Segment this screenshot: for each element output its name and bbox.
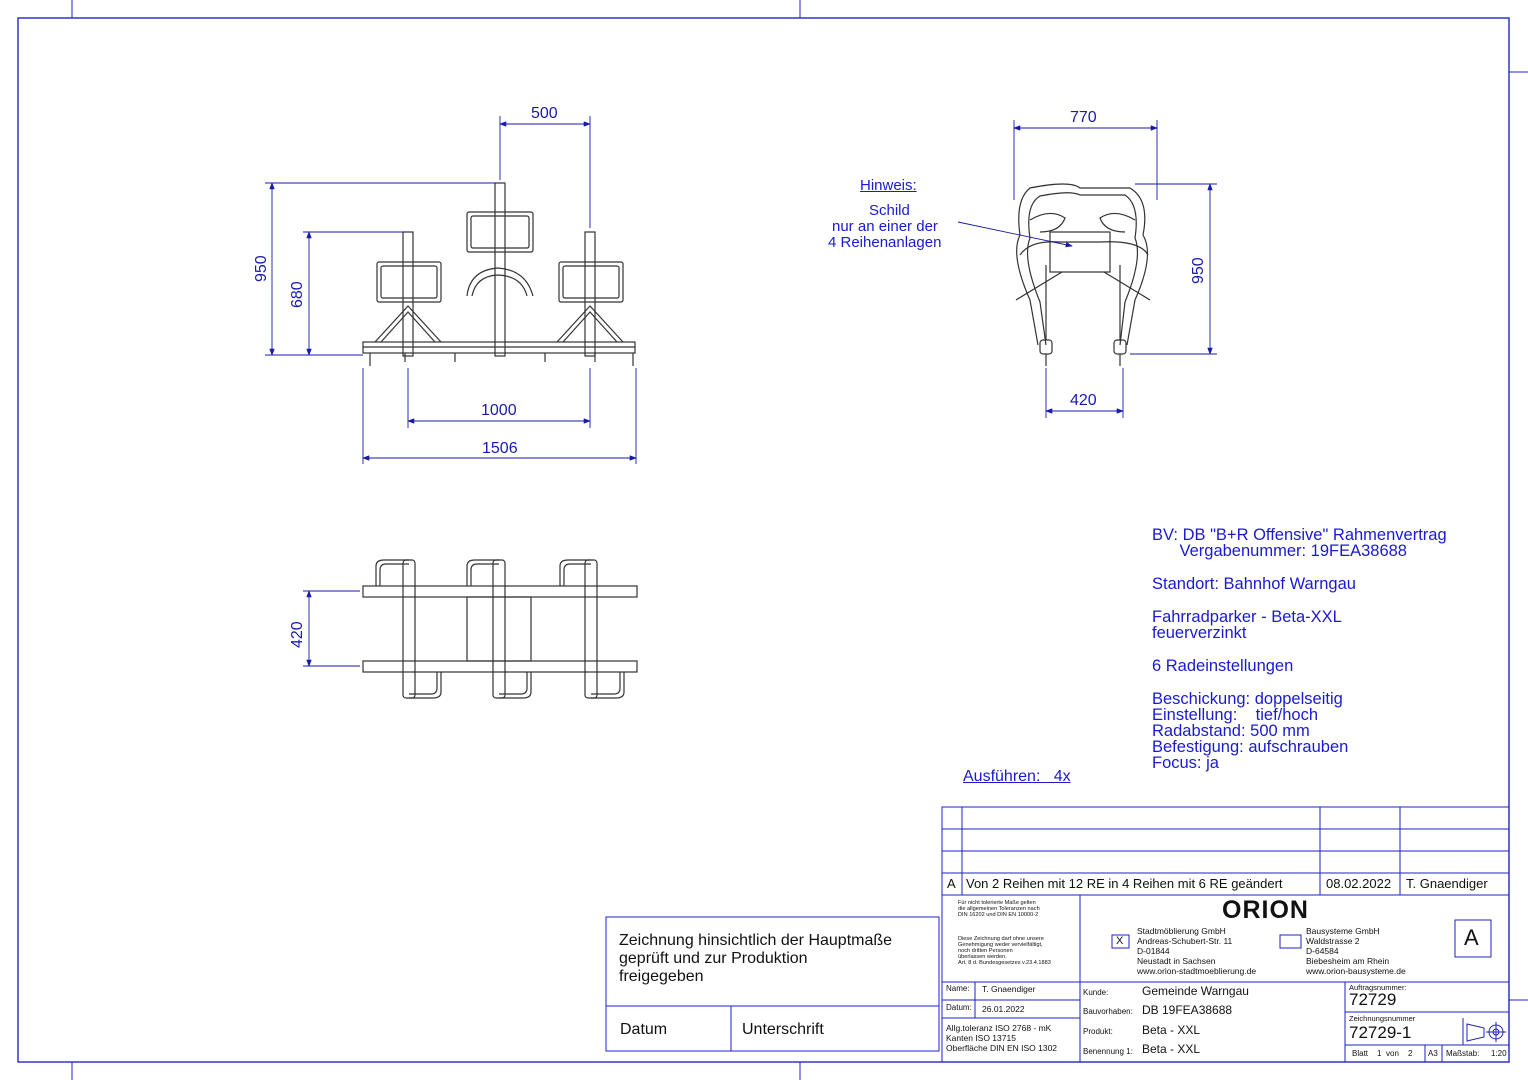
approval-signature-label: Unterschrift xyxy=(742,1021,824,1038)
top-view-dimensions xyxy=(303,590,360,667)
spec-befestigung: Befestigung: aufschrauben xyxy=(1152,738,1349,756)
hint-line-3: 4 Reihenanlagen xyxy=(828,234,942,251)
blatt-label: Blatt xyxy=(1352,1049,1369,1058)
copyright-note-line: überlassen werden. xyxy=(958,954,1007,960)
company1-address: Stadtmöblierung GmbH Andreas-Schubert-St… xyxy=(1137,926,1256,976)
approval-text-line3: freigegeben xyxy=(619,968,704,985)
front-view-drawing xyxy=(362,182,636,366)
side-view-drawing xyxy=(1015,183,1151,366)
produkt-label: Produkt: xyxy=(1083,1027,1113,1036)
side-dim-right-label: 950 xyxy=(1190,257,1207,284)
company1-checkbox: X xyxy=(1116,935,1124,947)
benennung-label: Benennung 1: xyxy=(1083,1047,1133,1056)
revision-box-letter: A xyxy=(1464,925,1479,950)
zeichnung-label: Zeichnungsnummer xyxy=(1349,1014,1416,1023)
drawing-frame xyxy=(17,0,1528,1080)
spec-standort: Standort: Bahnhof Warngau xyxy=(1152,575,1356,593)
spec-radeinstellungen: 6 Radeinstellungen xyxy=(1152,657,1294,675)
front-view-dimensions xyxy=(265,116,637,464)
approval-box-frame xyxy=(605,916,940,1052)
benennung-value: Beta - XXL xyxy=(1142,1042,1201,1056)
von-value: 2 xyxy=(1408,1049,1413,1058)
name-label: Name: xyxy=(946,984,970,993)
approval-text-line2: geprüft und zur Produktion xyxy=(619,950,808,967)
company1-line: Neustadt in Sachsen xyxy=(1137,956,1216,966)
spec-product-line2: feuerverzinkt xyxy=(1152,624,1247,642)
zeichnung-value: 72729-1 xyxy=(1349,1023,1412,1042)
company2-address: Bausysteme GmbH Waldstrasse 2 D-64584 Bi… xyxy=(1306,926,1406,976)
date-value: 26.01.2022 xyxy=(982,1004,1025,1014)
approval-date-label: Datum xyxy=(620,1021,668,1038)
kunde-label: Kunde: xyxy=(1083,988,1109,997)
titleblock-grid xyxy=(941,806,1510,1063)
company2-line: Bausysteme GmbH xyxy=(1306,926,1380,936)
name-value: T. Gnaendiger xyxy=(982,984,1036,994)
tolerance-note-line: DIN 16202 und DIN EN 10000-2 xyxy=(958,912,1039,918)
execute-note: Ausführen: 4x xyxy=(963,768,1071,785)
tolerance-note-line: Für nicht tolerierte Maße gelten xyxy=(958,900,1036,906)
tolerance-note-line: die allgemeinen Toleranzen nach xyxy=(958,906,1040,912)
tolerance-line: Oberfläche DIN EN ISO 1302 xyxy=(946,1043,1058,1053)
copyright-note-line: Genehmigung weder vervielfältigt, xyxy=(958,942,1043,948)
produkt-value: Beta - XXL xyxy=(1142,1023,1201,1037)
bauvorhaben-label: Bauvorhaben: xyxy=(1083,1007,1133,1016)
revision-date: 08.02.2022 xyxy=(1326,876,1392,891)
massstab-label: Maßstab: xyxy=(1446,1049,1480,1058)
projection-symbol-icon xyxy=(1466,1022,1506,1042)
tolerance-note: Für nicht tolerierte Maße gelten die all… xyxy=(958,900,1040,918)
company1-line: Stadtmöblierung GmbH xyxy=(1137,926,1226,936)
hint-title: Hinweis: xyxy=(860,177,917,194)
revision-description: Von 2 Reihen mit 12 RE in 4 Reihen mit 6… xyxy=(966,876,1283,891)
spec-einstellung: Einstellung: tief/hoch xyxy=(1152,706,1319,724)
company1-line: Andreas-Schubert-Str. 11 xyxy=(1137,936,1233,946)
company1-line: www.orion-stadtmoeblierung.de xyxy=(1137,966,1257,976)
side-dim-top-label: 770 xyxy=(1070,109,1097,126)
top-dim-left-label: 420 xyxy=(289,621,306,648)
revision-author: T. Gnaendiger xyxy=(1406,876,1488,891)
front-dim-top-label: 500 xyxy=(531,105,558,122)
side-view-dimensions xyxy=(957,120,1217,418)
front-dim-left-inner-label: 680 xyxy=(289,281,306,308)
massstab-value: 1:20 xyxy=(1491,1049,1507,1058)
spec-product-line1: Fahrradparker - Beta-XXL xyxy=(1152,608,1342,626)
von-label: von xyxy=(1386,1049,1399,1058)
tolerance-line: Kanten ISO 13715 xyxy=(946,1033,1016,1043)
company2-line: D-64584 xyxy=(1306,946,1339,956)
approval-text-line1: Zeichnung hinsichtlich der Hauptmaße xyxy=(619,932,893,949)
top-view-drawing xyxy=(362,559,638,699)
tolerance-line: Allg.toleranz ISO 2768 - mK xyxy=(946,1023,1052,1033)
auftrag-value: 72729 xyxy=(1349,990,1397,1009)
spec-block: BV: DB "B+R Offensive" Rahmenvertrag Ver… xyxy=(1152,526,1447,772)
company1-line: D-01844 xyxy=(1137,946,1170,956)
general-tolerance: Allg.toleranz ISO 2768 - mK Kanten ISO 1… xyxy=(946,1023,1057,1053)
company2-line: Biebesheim am Rhein xyxy=(1306,956,1390,966)
company2-line: Waldstrasse 2 xyxy=(1306,936,1360,946)
side-dim-bottom-label: 420 xyxy=(1070,392,1097,409)
kunde-value: Gemeinde Warngau xyxy=(1142,984,1249,998)
format-value: A3 xyxy=(1428,1049,1438,1058)
auftrag-label: Auftragsnummer: xyxy=(1349,983,1407,992)
copyright-note-line: Diese Zeichnung darf ohne unsere xyxy=(958,936,1044,942)
spec-bv-line1: BV: DB "B+R Offensive" Rahmenvertrag xyxy=(1152,526,1447,544)
front-dim-left-outer-label: 950 xyxy=(253,255,270,282)
blatt-value: 1 xyxy=(1377,1049,1382,1058)
bauvorhaben-value: DB 19FEA38688 xyxy=(1142,1003,1233,1017)
spec-beschickung: Beschickung: doppelseitig xyxy=(1152,690,1343,708)
date-label: Datum: xyxy=(946,1003,972,1012)
spec-radabstand: Radabstand: 500 mm xyxy=(1152,722,1310,740)
copyright-note-line: noch dritten Personen xyxy=(958,948,1013,954)
copyright-note: Diese Zeichnung darf ohne unsere Genehmi… xyxy=(958,936,1051,966)
copyright-note-line: Art. 8 d. Bundesgesetzes v.23.4.1883 xyxy=(958,960,1051,966)
orion-logo: ORION xyxy=(1222,896,1309,924)
front-dim-bottom-inner-label: 1000 xyxy=(481,402,517,419)
front-dim-bottom-outer-label: 1506 xyxy=(482,440,518,457)
revision-index: A xyxy=(947,876,956,891)
spec-bv-line2: Vergabenummer: 19FEA38688 xyxy=(1152,542,1408,560)
company2-line: www.orion-bausysteme.de xyxy=(1306,966,1406,976)
spec-focus: Focus: ja xyxy=(1152,754,1219,772)
hint-line-1: Schild xyxy=(869,202,910,219)
hint-line-2: nur an einer der xyxy=(832,218,938,235)
